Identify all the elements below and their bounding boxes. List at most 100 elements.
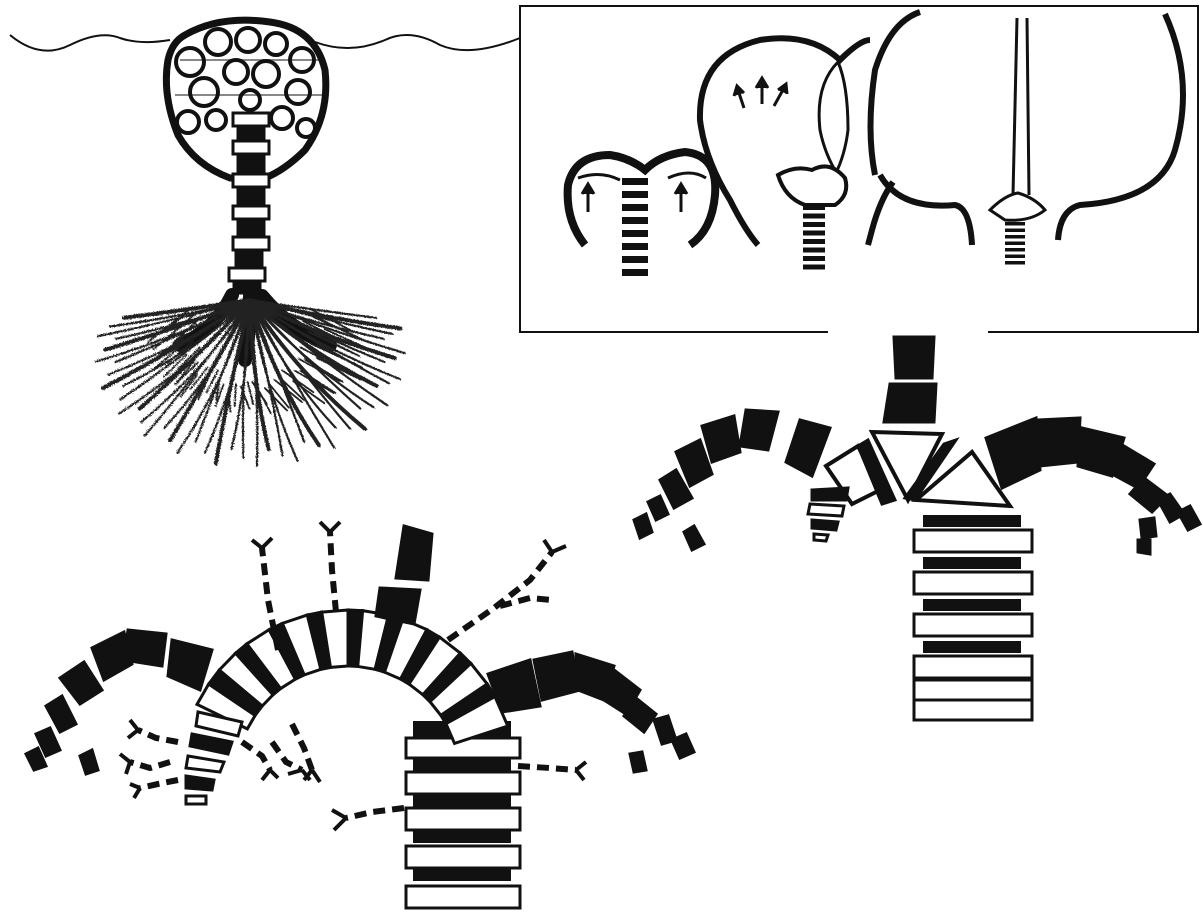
right-left-arm-segment [740, 410, 778, 450]
left-trunk-ring [406, 846, 520, 868]
right-right-arm-segment [1138, 540, 1150, 554]
inset-panel [520, 6, 1198, 332]
right-trunk-band [924, 516, 1020, 526]
right-trunk-ring [914, 656, 1032, 678]
embryo-stem [229, 113, 269, 293]
stage-3-stem-band [1005, 248, 1025, 252]
stage-3-stem-band [1005, 255, 1025, 259]
right-trunk-ring [914, 530, 1032, 552]
twig-fork [304, 770, 320, 782]
right-top-block [894, 337, 934, 378]
twig-fork [544, 540, 566, 552]
twig-fork [120, 754, 130, 774]
root-fiber [235, 384, 236, 406]
twig-branch [140, 780, 178, 788]
stage-1-stem-band [622, 204, 648, 211]
stage-1-stem-band [622, 243, 648, 250]
stage-1-stem-band [622, 191, 648, 198]
right-cone-band [814, 534, 828, 541]
stage-1-cup [568, 152, 716, 276]
left-trunk-ring [406, 772, 520, 794]
stage-1-stem-band [622, 269, 648, 276]
left-top-block [396, 526, 432, 580]
right-left-arm-segment [702, 416, 740, 462]
stage-2-stem-band [803, 248, 825, 253]
right-right-arm-segment [1178, 506, 1200, 530]
right-trunk-band [924, 642, 1020, 652]
twig-fork [130, 784, 140, 798]
right-right-arm-segment [986, 418, 1040, 488]
right-trunk-ring [914, 680, 1032, 700]
twig-branch [242, 742, 270, 770]
left-right-arm-segment [630, 752, 646, 772]
left-top-block [376, 588, 420, 624]
twig-branch [330, 532, 336, 612]
stage-2-stem-band [803, 239, 825, 244]
stage-3-stem-band [1005, 261, 1025, 265]
inset-frame [520, 6, 1198, 332]
left-trunk-band [414, 870, 510, 880]
stage-2-stem-band [803, 256, 825, 261]
left-trunk-band [414, 760, 510, 770]
stage-3-stem-band [1005, 242, 1025, 246]
right-plant [634, 337, 1200, 720]
twig-branch [346, 808, 404, 818]
embryo-panel [10, 20, 520, 466]
twig-branch [448, 552, 552, 640]
right-cone-band [812, 520, 838, 530]
right-cone-band [812, 488, 848, 500]
twig-branch [130, 762, 170, 768]
left-plant-trunk [186, 526, 520, 908]
root-fiber [317, 358, 361, 380]
stage-1-stem-band [622, 178, 648, 185]
left-trunk-band [414, 796, 510, 806]
stage-1-stem-band [622, 256, 648, 263]
right-right-arm-segment [1038, 418, 1080, 466]
twig-branch [500, 598, 552, 606]
left-left-arm-segment [80, 750, 98, 774]
right-left-arm-segment [634, 514, 652, 538]
left-trunk-band [414, 832, 510, 842]
stage-2-balloon [700, 38, 870, 269]
stage-2-stem-band [803, 205, 825, 210]
stage-1-stem [622, 178, 648, 276]
left-right-arm-segment [672, 734, 694, 758]
right-trunk-band [924, 600, 1020, 610]
left-left-arm-segment [92, 632, 132, 680]
stage-1-stem-band [622, 230, 648, 237]
stage-2-stem-band [803, 231, 825, 236]
right-left-arm-segment [648, 496, 668, 520]
right-trunk-ring [914, 572, 1032, 594]
stage-2-stem-band [803, 265, 825, 270]
left-cone-band [186, 776, 214, 790]
twig-branch [292, 724, 312, 770]
stage-3-stem [1005, 222, 1025, 265]
root-fiber [248, 382, 253, 404]
right-plant-trunk [808, 337, 1032, 720]
right-top-block [884, 384, 936, 422]
twig-fork [320, 522, 340, 532]
right-trunk-band [924, 558, 1020, 568]
left-right-arm-segment [534, 652, 580, 700]
left-plant [26, 522, 694, 908]
twig-fork [252, 538, 272, 548]
stage-2-stem-band [803, 222, 825, 227]
left-cone-band [186, 756, 224, 772]
stage-2-stem-band [803, 214, 825, 219]
twig-fork [576, 762, 586, 780]
root-branches [96, 300, 405, 466]
twig-branch [138, 730, 178, 742]
stage-3-stem-band [1005, 229, 1025, 233]
stage-2-arrows [734, 78, 787, 108]
twig-branch [272, 742, 302, 770]
stage-3-stem-band [1005, 235, 1025, 239]
right-left-arm-segment [786, 420, 830, 476]
left-cone-band [190, 734, 232, 754]
twig-fork [128, 720, 138, 738]
twig-fork [262, 770, 278, 780]
right-left-arm-segment [684, 526, 704, 550]
right-trunk-ring [914, 614, 1032, 636]
left-left-arm-segment [60, 662, 102, 704]
